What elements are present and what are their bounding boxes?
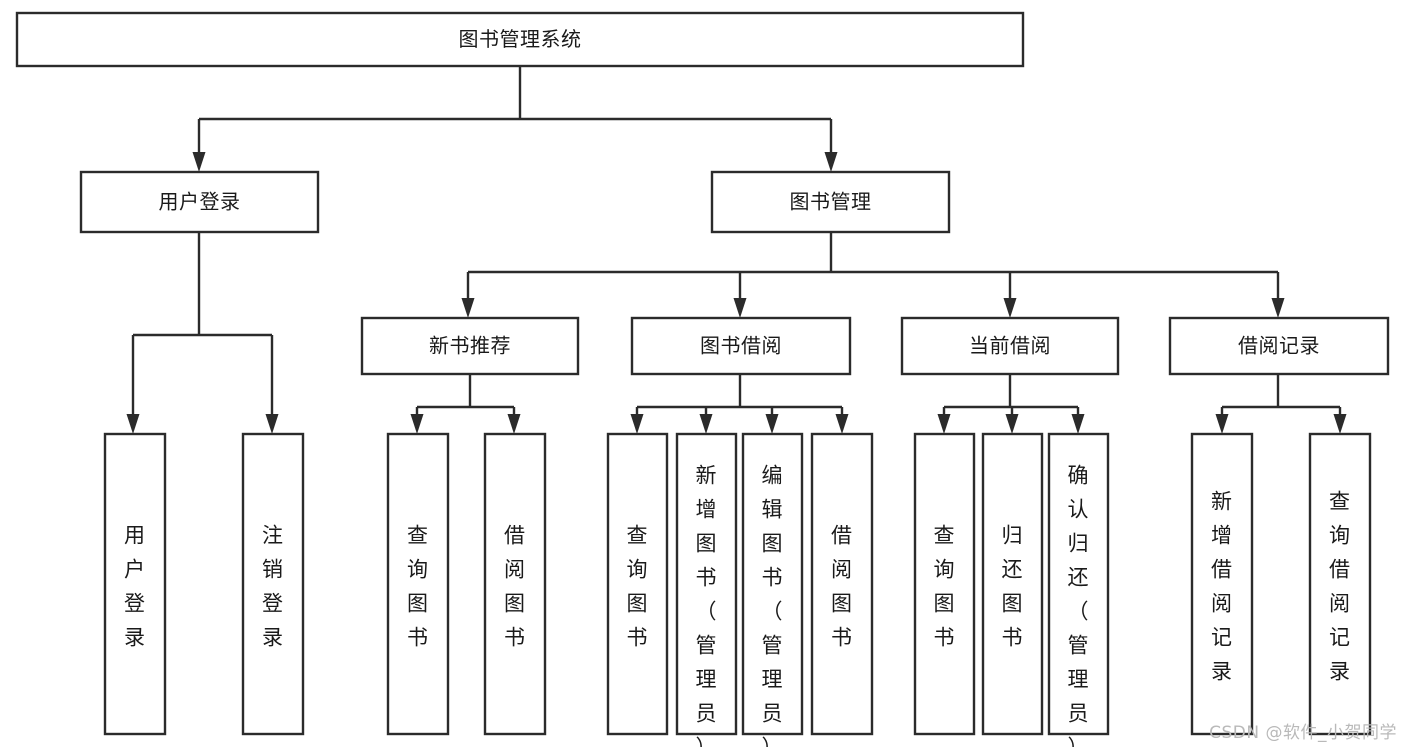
connector-current-borrow (937, 374, 1085, 434)
node-box-leaf-edit-book[interactable] (741, 432, 804, 736)
node-new-book-recommend[interactable]: 新书推荐 (360, 316, 580, 376)
node-box-leaf-return-book[interactable] (981, 432, 1044, 736)
node-label-leaf-query-borrow-record: 查询借阅记录 (1329, 490, 1351, 684)
node-leaf-confirm-return[interactable]: 确认归还（管理员） (1047, 432, 1110, 747)
node-label-leaf-query-book-borrow: 查询图书 (627, 524, 649, 650)
arrow-head-icon (1333, 414, 1347, 434)
arrow-head-icon (1215, 414, 1229, 434)
connector-book-borrow (630, 374, 849, 434)
node-leaf-query-borrow-record[interactable]: 查询借阅记录 (1308, 432, 1372, 736)
node-box-new-book-recommend[interactable] (360, 316, 580, 376)
arrow-head-icon (1005, 414, 1019, 434)
node-box-leaf-add-borrow-record[interactable] (1190, 432, 1254, 736)
arrow-head-icon (461, 298, 475, 318)
node-label-leaf-add-borrow-record: 新增借阅记录 (1211, 490, 1233, 684)
node-box-leaf-borrow-book[interactable] (810, 432, 874, 736)
node-book-manage[interactable]: 图书管理 (710, 170, 951, 234)
nodes-layer: 图书管理系统用户登录图书管理新书推荐图书借阅当前借阅借阅记录用户登录注销登录查询… (15, 11, 1390, 747)
node-box-leaf-query-borrow-record[interactable] (1308, 432, 1372, 736)
node-leaf-borrow-book[interactable]: 借阅图书 (810, 432, 874, 736)
arrow-head-icon (835, 414, 849, 434)
arrow-head-icon (507, 414, 521, 434)
arrow-head-icon (265, 414, 279, 434)
node-box-book-manage[interactable] (710, 170, 951, 234)
node-book-borrow[interactable]: 图书借阅 (630, 316, 852, 376)
node-user-login[interactable]: 用户登录 (79, 170, 320, 234)
arrow-head-icon (410, 414, 424, 434)
node-label-leaf-borrow-book: 借阅图书 (831, 524, 853, 650)
arrow-head-icon (192, 152, 206, 172)
node-leaf-user-logout[interactable]: 注销登录 (241, 432, 305, 736)
arrow-head-icon (630, 414, 644, 434)
node-label-user-login: 用户登录 (159, 190, 241, 214)
node-label-book-manage: 图书管理 (790, 190, 872, 214)
node-box-leaf-query-book-current[interactable] (913, 432, 976, 736)
node-label-leaf-user-login: 用户登录 (124, 524, 146, 650)
node-label-book-borrow: 图书借阅 (700, 334, 782, 358)
node-borrow-record[interactable]: 借阅记录 (1168, 316, 1390, 376)
arrow-head-icon (1271, 298, 1285, 318)
node-box-book-borrow[interactable] (630, 316, 852, 376)
connector-borrow-record (1215, 374, 1347, 434)
arrow-head-icon (824, 152, 838, 172)
node-box-leaf-add-book[interactable] (675, 432, 738, 736)
connector-book-manage (461, 232, 1285, 318)
node-label-leaf-borrow-book-recommend: 借阅图书 (504, 524, 526, 650)
node-label-leaf-return-book: 归还图书 (1002, 524, 1024, 650)
connectors-layer (126, 66, 1347, 434)
node-box-root[interactable] (15, 11, 1025, 68)
node-leaf-return-book[interactable]: 归还图书 (981, 432, 1044, 736)
arrow-head-icon (1003, 298, 1017, 318)
node-box-current-borrow[interactable] (900, 316, 1120, 376)
node-box-user-login[interactable] (79, 170, 320, 234)
node-current-borrow[interactable]: 当前借阅 (900, 316, 1120, 376)
node-box-leaf-user-logout[interactable] (241, 432, 305, 736)
node-label-new-book-recommend: 新书推荐 (429, 334, 511, 358)
node-label-borrow-record: 借阅记录 (1238, 334, 1320, 358)
node-label-leaf-query-book-recommend: 查询图书 (407, 524, 429, 650)
node-box-borrow-record[interactable] (1168, 316, 1390, 376)
arrow-head-icon (699, 414, 713, 434)
node-box-leaf-user-login[interactable] (103, 432, 167, 736)
node-box-leaf-query-book-recommend[interactable] (386, 432, 450, 736)
node-label-leaf-user-logout: 注销登录 (262, 524, 284, 650)
node-box-leaf-confirm-return[interactable] (1047, 432, 1110, 736)
node-leaf-add-borrow-record[interactable]: 新增借阅记录 (1190, 432, 1254, 736)
node-box-leaf-borrow-book-recommend[interactable] (483, 432, 547, 736)
node-label-root: 图书管理系统 (459, 27, 582, 51)
arrow-head-icon (1071, 414, 1085, 434)
watermark-text: CSDN @软件_小贺同学 (1209, 723, 1397, 743)
node-label-leaf-add-book: 新增图书（管理员） (696, 463, 718, 747)
connector-root (192, 66, 838, 172)
node-label-leaf-confirm-return: 确认归还（管理员） (1068, 463, 1090, 747)
connector-user-login (126, 232, 279, 434)
node-leaf-edit-book[interactable]: 编辑图书（管理员） (741, 432, 804, 747)
arrow-head-icon (937, 414, 951, 434)
node-box-leaf-query-book-borrow[interactable] (606, 432, 669, 736)
node-label-leaf-edit-book: 编辑图书（管理员） (762, 463, 784, 747)
node-leaf-query-book-current[interactable]: 查询图书 (913, 432, 976, 736)
node-root[interactable]: 图书管理系统 (15, 11, 1025, 68)
node-leaf-query-book-recommend[interactable]: 查询图书 (386, 432, 450, 736)
arrow-head-icon (126, 414, 140, 434)
node-leaf-query-book-borrow[interactable]: 查询图书 (606, 432, 669, 736)
node-label-current-borrow: 当前借阅 (969, 334, 1051, 358)
arrow-head-icon (733, 298, 747, 318)
node-leaf-user-login[interactable]: 用户登录 (103, 432, 167, 736)
arrow-head-icon (765, 414, 779, 434)
connector-new-book-recommend (410, 374, 521, 434)
node-leaf-add-book[interactable]: 新增图书（管理员） (675, 432, 738, 747)
node-label-leaf-query-book-current: 查询图书 (934, 524, 956, 650)
node-leaf-borrow-book-recommend[interactable]: 借阅图书 (483, 432, 547, 736)
